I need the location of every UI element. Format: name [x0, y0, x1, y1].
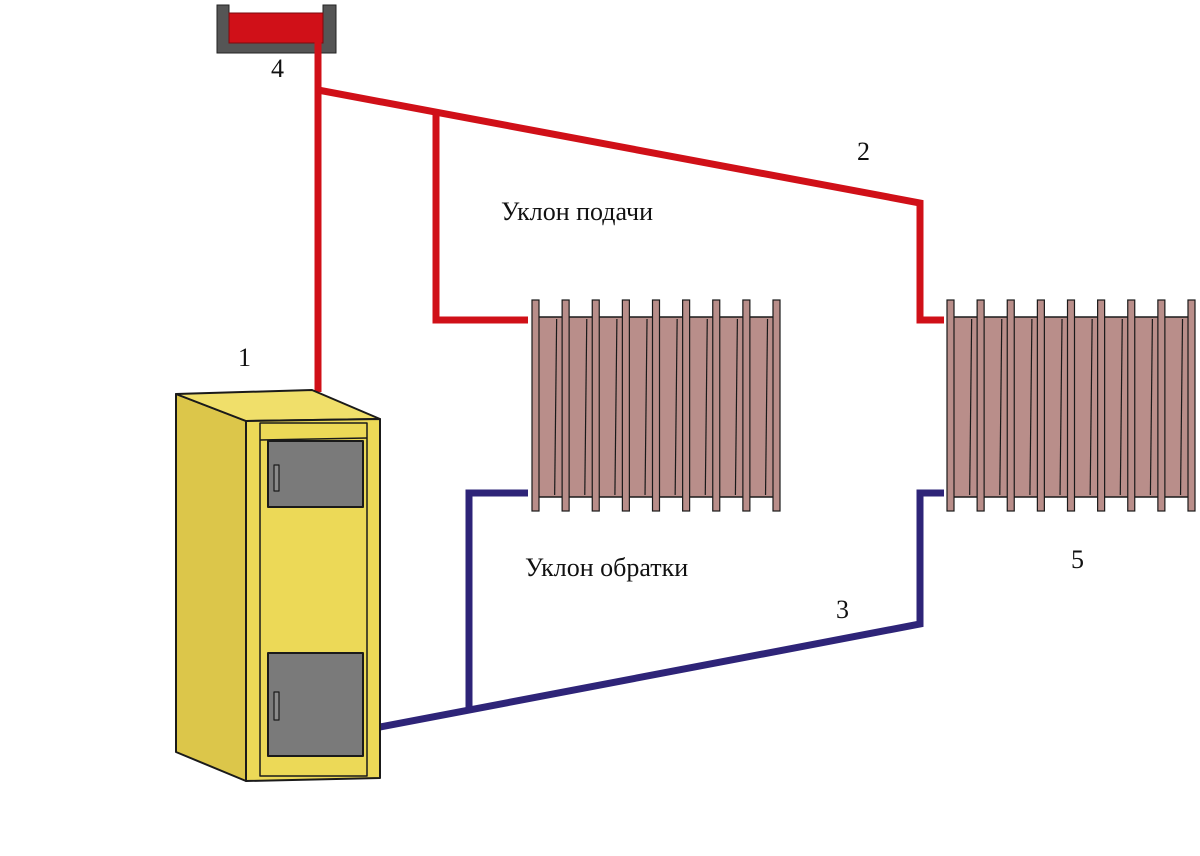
radiator-seam [734, 318, 738, 496]
radiator-seam [584, 318, 588, 496]
radiator-seam [1029, 318, 1033, 496]
radiator-section [946, 299, 955, 512]
radiator-seam [614, 318, 618, 496]
radiator-seam [674, 318, 678, 496]
radiator-section [621, 299, 630, 512]
radiator-right [946, 299, 1196, 512]
supply-main [317, 86, 944, 324]
radiator-section [1097, 299, 1106, 512]
label-boiler: 1 [238, 343, 251, 372]
boiler-door-bottom-handle [273, 691, 280, 721]
label-supply-pipe: 2 [857, 137, 870, 166]
radiator-left [531, 299, 781, 512]
supply-branch-left [432, 114, 528, 324]
radiator-section [1157, 299, 1166, 512]
return-branch-left [465, 489, 528, 710]
radiator-section [531, 299, 540, 512]
label-expansion-tank: 4 [271, 54, 284, 83]
boiler-door-top-handle [273, 464, 280, 492]
radiator-section [712, 299, 721, 512]
label-radiator: 5 [1071, 545, 1084, 574]
radiator-section [1036, 299, 1045, 512]
radiator-section [591, 299, 600, 512]
label-return-pipe: 3 [836, 595, 849, 624]
radiator-section [1127, 299, 1136, 512]
radiator-section [651, 299, 661, 512]
supply-pipe [314, 40, 944, 392]
radiator-seam [1119, 318, 1123, 496]
radiator-section [1066, 299, 1076, 512]
radiator-section [682, 299, 691, 512]
radiator-seam [1059, 318, 1063, 496]
radiator-section [1187, 299, 1196, 512]
radiator-section [772, 299, 781, 512]
return-main [379, 489, 944, 731]
boiler-front-band [259, 437, 368, 441]
boiler-side [175, 393, 247, 782]
radiator-seam [1149, 318, 1153, 496]
radiator-seam [1179, 318, 1184, 496]
radiator-seam [554, 318, 558, 496]
return-pipe [379, 489, 944, 731]
tank-water [228, 12, 324, 44]
boiler [175, 389, 381, 782]
radiator-section [561, 299, 570, 512]
expansion-tank [216, 4, 337, 54]
radiator-section [1006, 299, 1015, 512]
radiator-seam [764, 318, 769, 496]
label-supply-slope: Уклон подачи [501, 197, 654, 226]
radiator-seam [644, 318, 648, 496]
radiator-seam [969, 318, 973, 496]
boiler-door-bottom [267, 652, 364, 757]
radiator-section [976, 299, 985, 512]
boiler-front-frame [259, 422, 368, 777]
label-return-slope: Уклон обратки [525, 553, 689, 582]
radiator-section [742, 299, 751, 512]
radiator-seam [999, 318, 1003, 496]
boiler-door-top [267, 440, 364, 508]
radiator-seam [704, 318, 708, 496]
radiator-seam [1089, 318, 1093, 496]
